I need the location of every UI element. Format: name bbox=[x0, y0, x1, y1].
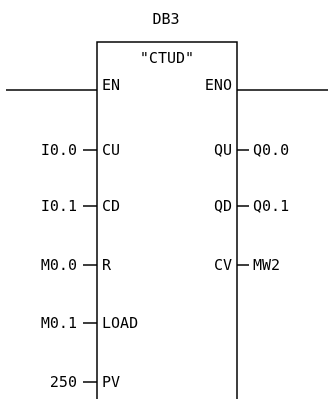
input-operand: I0.1 bbox=[41, 197, 77, 215]
input-pin-label: CU bbox=[102, 141, 120, 159]
output-operand: Q0.0 bbox=[253, 141, 289, 159]
input-operand: M0.0 bbox=[41, 256, 77, 274]
input-operand: M0.1 bbox=[41, 314, 77, 332]
input-pin-label: PV bbox=[102, 373, 120, 391]
output-pin-label: QD bbox=[214, 197, 232, 215]
output-pin-label: QU bbox=[214, 141, 232, 159]
input-operand: I0.0 bbox=[41, 141, 77, 159]
input-row-cd: I0.1 CD bbox=[41, 197, 120, 215]
input-pin-label: CD bbox=[102, 197, 120, 215]
block-type-label: "CTUD" bbox=[140, 49, 194, 67]
input-row-pv: 250 PV bbox=[50, 373, 120, 391]
input-operand: 250 bbox=[50, 373, 77, 391]
output-operand: MW2 bbox=[253, 256, 280, 274]
input-row-r: M0.0 R bbox=[41, 256, 112, 274]
output-pin-label: CV bbox=[214, 256, 232, 274]
function-block-box bbox=[96, 41, 238, 399]
input-row-load: M0.1 LOAD bbox=[41, 314, 138, 332]
output-row-cv: CV MW2 bbox=[214, 256, 280, 274]
en-pin-label: EN bbox=[102, 76, 120, 94]
output-row-qd: QD Q0.1 bbox=[214, 197, 289, 215]
output-operand: Q0.1 bbox=[253, 197, 289, 215]
input-pin-label: LOAD bbox=[102, 314, 138, 332]
db-instance-label: DB3 bbox=[152, 10, 179, 28]
input-row-cu: I0.0 CU bbox=[41, 141, 120, 159]
output-row-qu: QU Q0.0 bbox=[214, 141, 289, 159]
input-pin-label: R bbox=[102, 256, 112, 274]
eno-pin-label: ENO bbox=[205, 76, 232, 94]
